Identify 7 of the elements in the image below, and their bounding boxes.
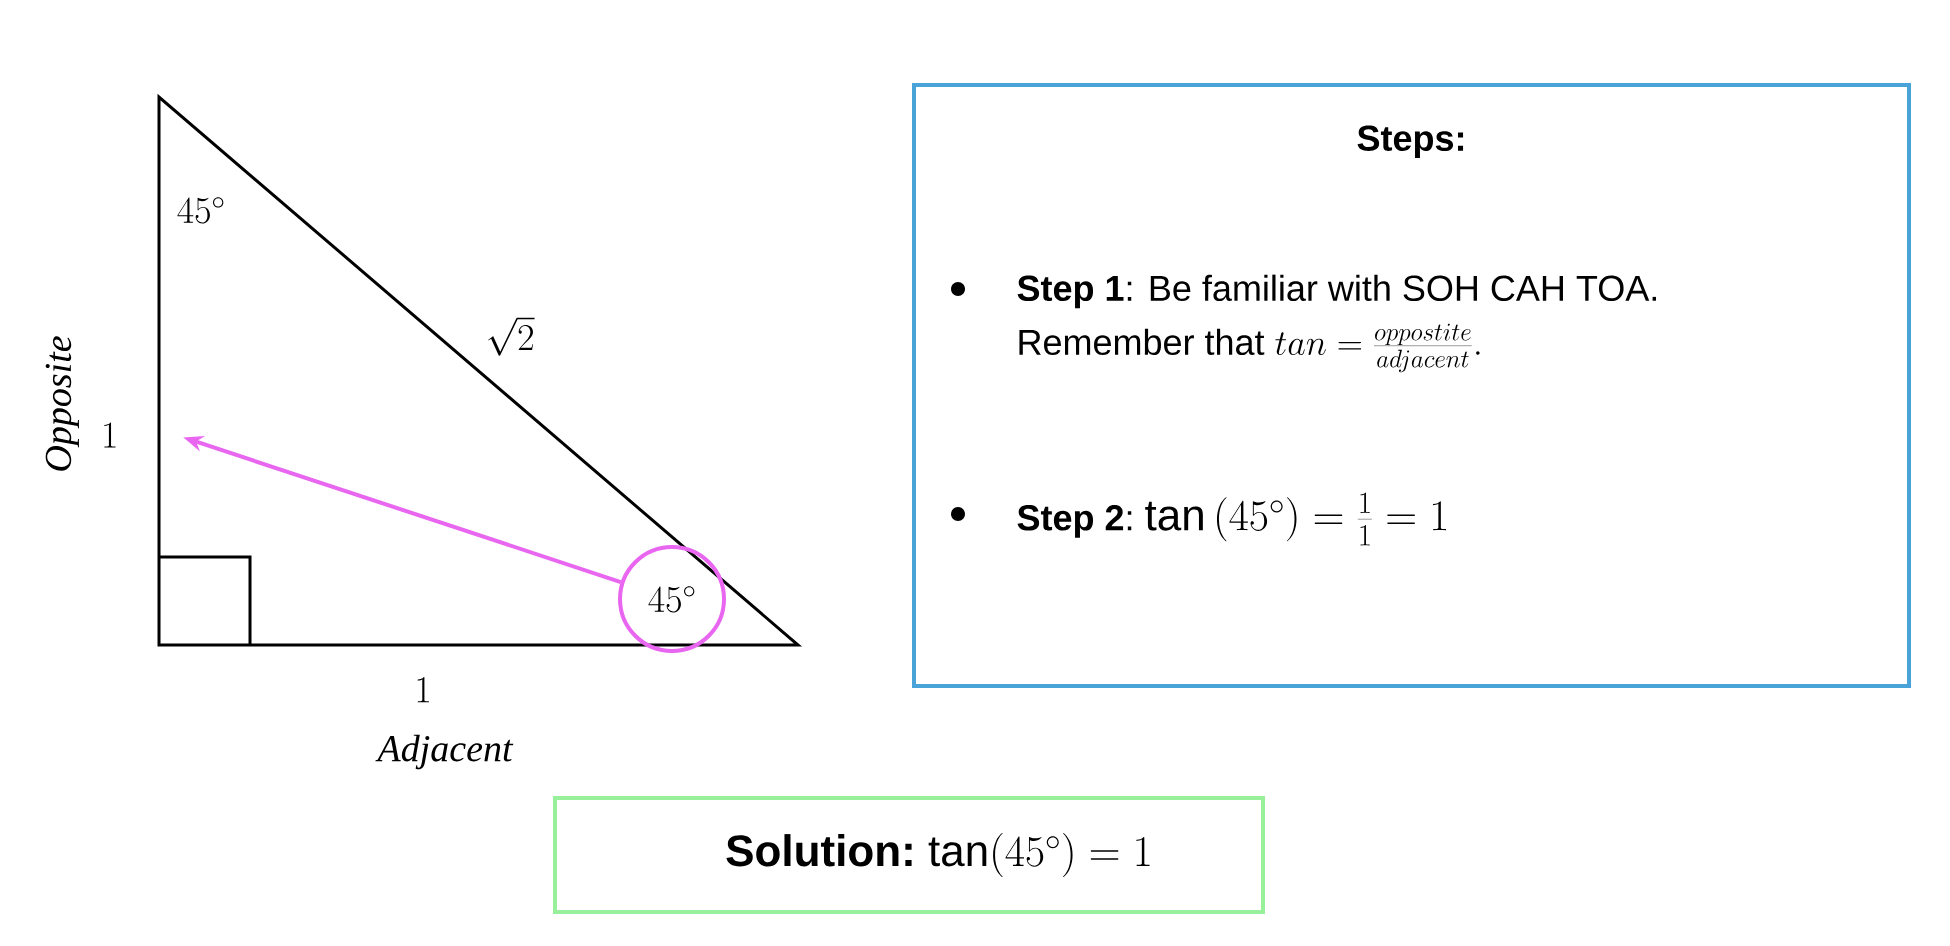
side-length-label: $1$ — [417, 677, 429, 703]
side-length-label: $\sqrt{2}$ — [488, 317, 535, 356]
side-label: Opposite $1$ — [45, 336, 116, 471]
angle-label: $45^{\circ}$ — [177, 197, 224, 224]
steps-box: Steps: Step 1: Be familiar with SOH CAH TOA. Remember that $tan = \frac{oppostite}{adjacent}.$ Step 2: $\tan\left(45^{\circ}\right) = \frac{1}{1} = 1$ — [912, 83, 1911, 688]
solution-box: Solution: $\tan(45^{\circ}) = 1$ — [553, 796, 1265, 914]
side-name-label: Adjacent — [375, 734, 514, 770]
